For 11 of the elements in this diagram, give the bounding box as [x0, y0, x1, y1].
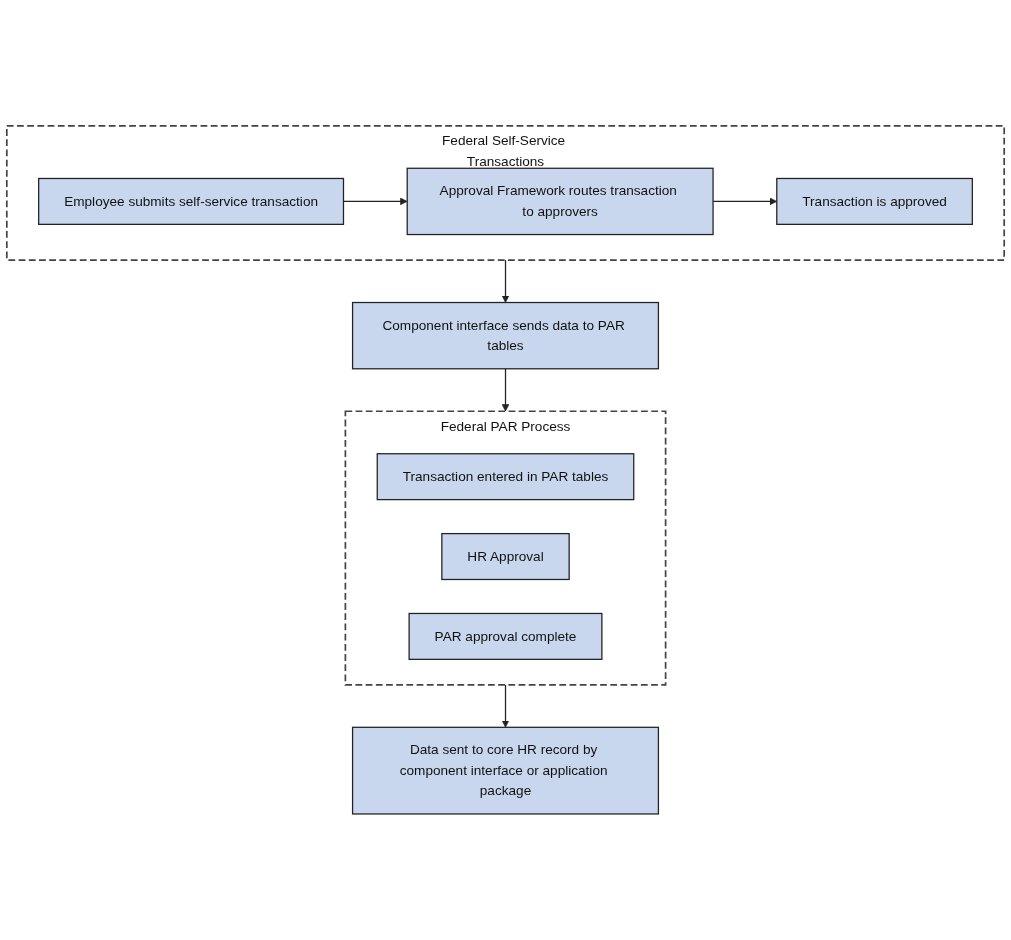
node-box: Employee submits self-service transaction	[38, 177, 345, 226]
node-box: Component interface sends data to PAR tables	[351, 302, 660, 370]
arrow	[501, 368, 510, 412]
node-box: Data sent to core HR record by component interface or application package	[351, 726, 660, 815]
arrow	[501, 259, 510, 303]
arrow	[501, 684, 510, 728]
node-box: PAR approval complete	[408, 612, 603, 661]
node-box: Approval Framework routes transaction to approvers	[406, 167, 714, 236]
node-box: Transaction entered in PAR tables	[376, 453, 635, 501]
node-box: Transaction is approved	[776, 177, 973, 226]
node-box: HR Approval	[441, 533, 570, 581]
